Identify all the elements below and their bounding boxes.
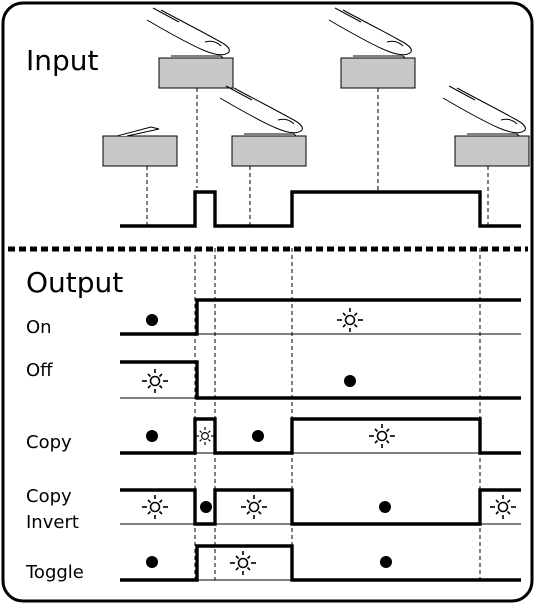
off-dot <box>344 375 356 387</box>
row-label-copy-invert-2: Invert <box>26 512 79 533</box>
switch-pressed-icon <box>328 7 416 89</box>
input-signal <box>120 190 521 228</box>
lamp-on-icon <box>141 368 169 394</box>
off-dot <box>146 556 158 568</box>
switch-pressed-icon <box>219 85 307 167</box>
lamp-on-icon <box>489 494 517 520</box>
switch-pressed-icon <box>146 7 234 89</box>
row-copy <box>120 417 521 455</box>
lamp-on-icon <box>229 550 257 576</box>
row-label-copy-invert-1: Copy <box>26 486 72 507</box>
input-guides <box>146 88 489 226</box>
switch-released-icon <box>102 126 178 167</box>
row-copy-invert <box>120 488 521 526</box>
lamp-on-icon <box>336 307 364 333</box>
off-dot <box>379 501 391 513</box>
row-label-off: Off <box>26 360 53 381</box>
off-dot <box>200 501 212 513</box>
lamp-on-icon <box>368 423 396 449</box>
lamp-on-icon <box>141 494 169 520</box>
lamp-on-icon <box>194 426 216 446</box>
row-label-toggle: Toggle <box>25 562 84 583</box>
row-label-copy: Copy <box>26 432 72 453</box>
off-dot <box>380 556 392 568</box>
output-guides <box>194 248 481 580</box>
off-dot <box>146 430 158 442</box>
lamp-on-icon <box>240 494 268 520</box>
switch-pressed-icon <box>442 85 530 167</box>
row-off <box>120 360 521 400</box>
output-title: Output <box>26 266 123 299</box>
off-dot <box>252 430 264 442</box>
input-title: Input <box>26 44 99 77</box>
off-dot <box>146 314 158 326</box>
row-label-on: On <box>26 317 52 338</box>
row-toggle <box>120 544 521 582</box>
row-on <box>120 298 521 336</box>
